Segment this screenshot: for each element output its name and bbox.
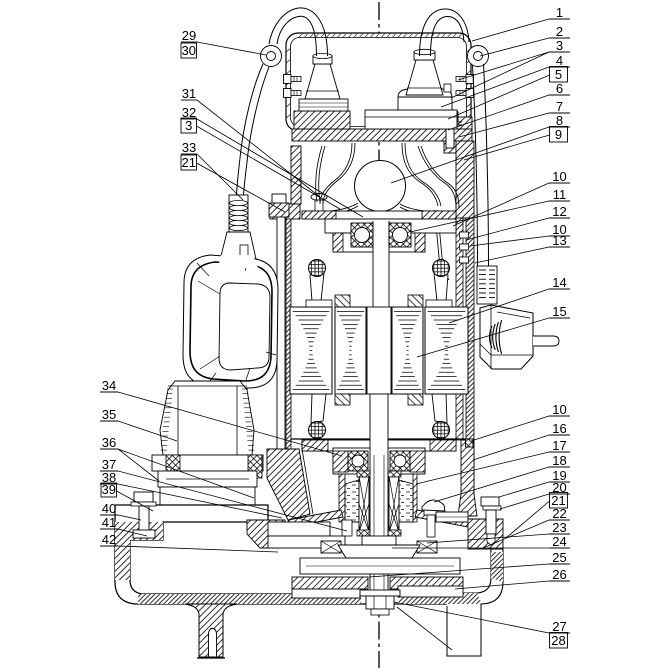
svg-text:22: 22 — [552, 506, 566, 521]
svg-text:3: 3 — [556, 38, 563, 53]
svg-text:13: 13 — [552, 233, 566, 248]
svg-text:1: 1 — [556, 5, 563, 20]
svg-text:32: 32 — [182, 105, 196, 120]
svg-text:21: 21 — [182, 155, 196, 170]
svg-text:17: 17 — [552, 438, 566, 453]
svg-text:10: 10 — [552, 222, 566, 237]
svg-text:38: 38 — [102, 470, 116, 485]
svg-text:25: 25 — [552, 550, 566, 565]
svg-text:19: 19 — [552, 468, 566, 483]
svg-text:24: 24 — [552, 534, 566, 549]
svg-text:3: 3 — [185, 118, 192, 133]
svg-text:33: 33 — [182, 140, 196, 155]
svg-text:23: 23 — [552, 520, 566, 535]
svg-text:42: 42 — [102, 532, 116, 547]
svg-text:26: 26 — [552, 567, 566, 582]
svg-text:35: 35 — [102, 407, 116, 422]
svg-text:6: 6 — [556, 81, 563, 96]
svg-text:28: 28 — [551, 633, 565, 648]
svg-text:15: 15 — [552, 304, 566, 319]
svg-text:16: 16 — [552, 421, 566, 436]
svg-text:27: 27 — [552, 619, 566, 634]
svg-text:14: 14 — [552, 275, 566, 290]
svg-text:36: 36 — [102, 435, 116, 450]
svg-text:41: 41 — [102, 515, 116, 530]
svg-text:30: 30 — [182, 43, 196, 58]
svg-text:5: 5 — [555, 67, 562, 82]
svg-text:2: 2 — [556, 24, 563, 39]
svg-text:29: 29 — [182, 28, 196, 43]
svg-text:11: 11 — [553, 187, 567, 202]
svg-text:12: 12 — [552, 204, 566, 219]
svg-text:7: 7 — [556, 99, 563, 114]
svg-text:31: 31 — [182, 86, 196, 101]
svg-text:21: 21 — [551, 493, 565, 508]
svg-text:39: 39 — [102, 482, 116, 497]
svg-text:34: 34 — [102, 378, 116, 393]
svg-text:40: 40 — [102, 501, 116, 516]
svg-text:10: 10 — [552, 169, 566, 184]
svg-text:10: 10 — [552, 402, 566, 417]
svg-text:9: 9 — [555, 127, 562, 142]
svg-text:37: 37 — [102, 457, 116, 472]
svg-text:4: 4 — [556, 53, 563, 68]
svg-text:18: 18 — [552, 453, 566, 468]
svg-text:8: 8 — [556, 113, 563, 128]
svg-text:20: 20 — [552, 480, 566, 495]
